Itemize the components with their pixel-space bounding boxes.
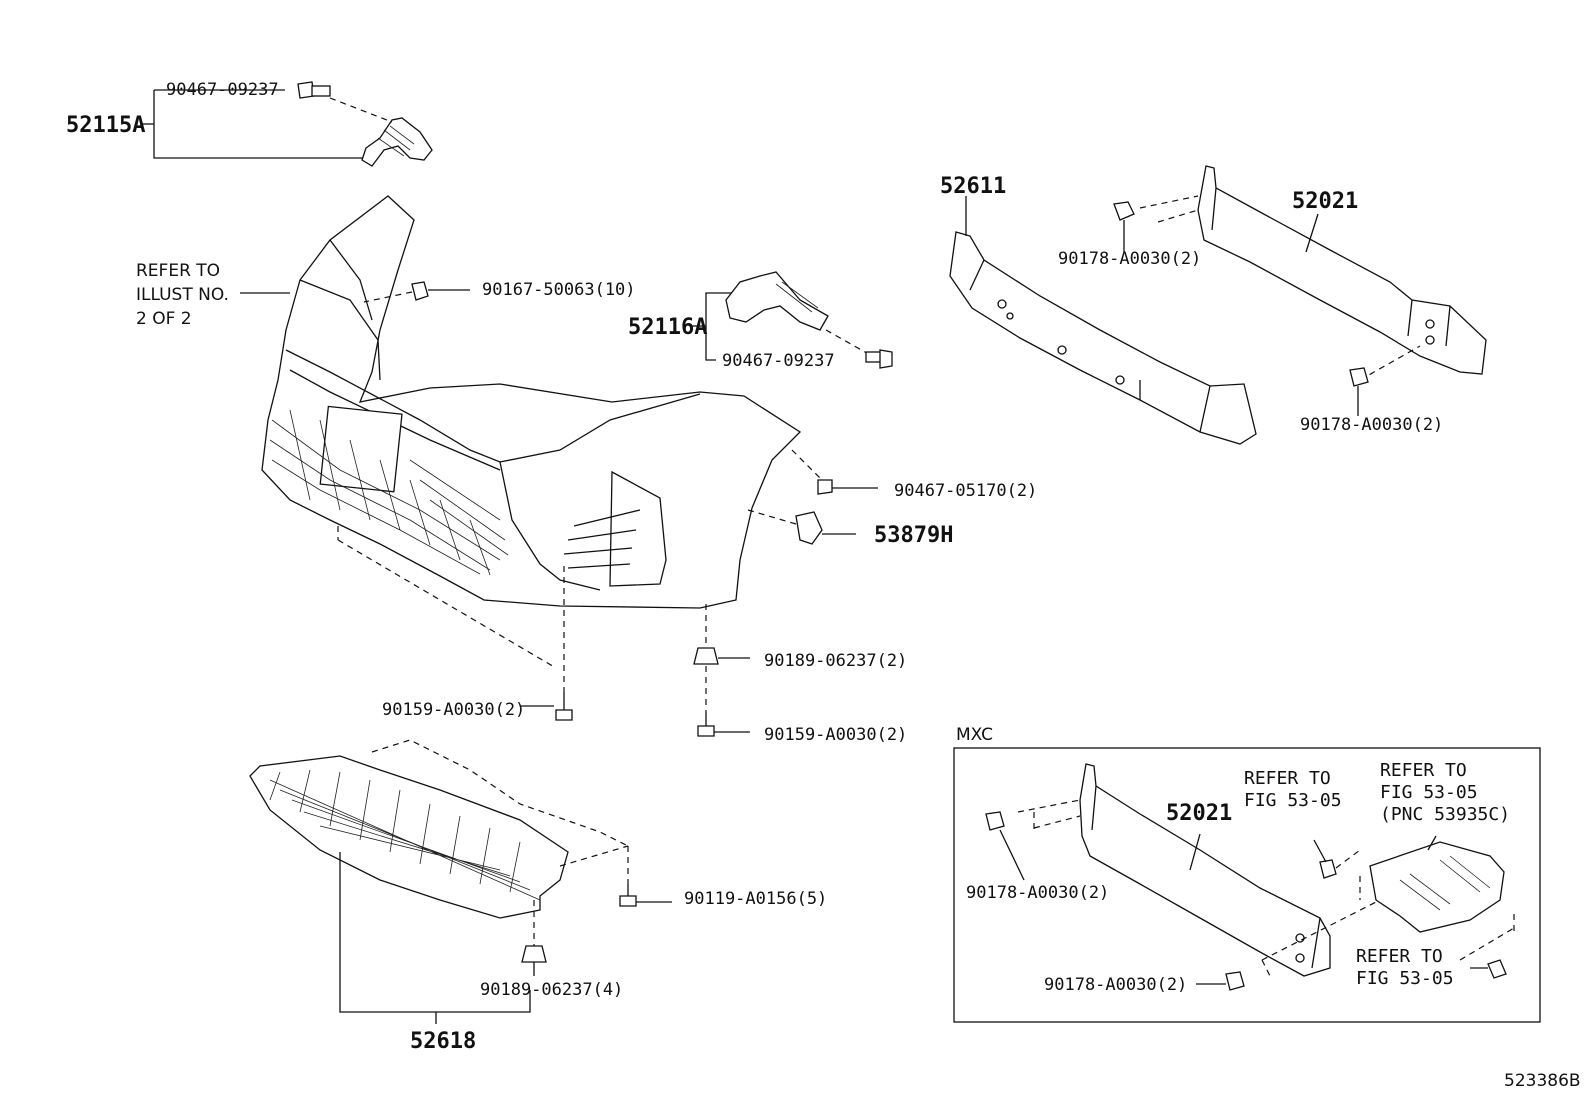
nut-icon [1196,971,1245,991]
retainer-icon [747,509,856,545]
mxc-refer-3-line2: FIG 53-05 [1356,968,1454,989]
screw-icon [520,566,573,721]
part-number-90159-A0030-right[interactable]: 90159-A0030(2) [764,725,907,745]
undercover-52618[interactable] [249,739,629,1024]
mxc-part-number-90178-A0030-bottom[interactable]: 90178-A0030(2) [1044,975,1187,995]
part-number-52618[interactable]: 52618 [410,1029,476,1054]
figure-id: 523386B [1504,1071,1581,1091]
clip-icon [791,449,878,495]
mxc-refer-2-line3: (PNC 53935C) [1380,804,1510,825]
part-number-90189-06237-4[interactable]: 90189-06237(4) [480,980,623,1000]
bolt-icon [297,81,331,99]
part-number-53879H[interactable]: 53879H [874,523,953,548]
part-number-90467-09237-mid[interactable]: 90467-09237 [722,351,835,371]
mxc-inset [953,747,1541,1023]
mxc-refer-2-line2: FIG 53-05 [1380,782,1478,803]
clip-icon [693,604,750,712]
bolt-icon [1470,959,1507,979]
mxc-reinforcement-52021[interactable] [1017,763,1381,977]
refer-illust-line3: 2 OF 2 [136,309,192,329]
nut-icon [1113,201,1135,252]
nut-icon [985,811,1025,881]
bumper-cover[interactable] [261,195,802,669]
mxc-part-number-52021[interactable]: 52021 [1166,801,1232,826]
reinforcement-52021[interactable] [1139,165,1487,381]
nut-icon [1349,367,1369,416]
mxc-refer-1-line2: FIG 53-05 [1244,790,1342,811]
mxc-part-number-90178-A0030-left[interactable]: 90178-A0030(2) [966,883,1109,903]
part-number-52611[interactable]: 52611 [940,174,1006,199]
bolt-icon [1313,839,1361,879]
screw-icon [697,712,750,737]
bracket-52116A[interactable] [692,271,873,361]
part-number-90178-A0030-right[interactable]: 90178-A0030(2) [1300,415,1443,435]
part-number-90467-09237-top[interactable]: 90467-09237 [166,80,279,100]
part-number-52021[interactable]: 52021 [1292,189,1358,214]
part-number-52116A[interactable]: 52116A [628,315,707,340]
part-number-90159-A0030-left[interactable]: 90159-A0030(2) [382,700,525,720]
refer-illust-line2: ILLUST NO. [136,285,229,305]
part-number-52115A[interactable]: 52115A [66,113,145,138]
bracket-53935C[interactable] [1359,835,1515,961]
mxc-label: MXC [956,725,993,745]
bracket-52115A[interactable] [142,89,433,167]
mxc-refer-3-line1: REFER TO [1356,946,1443,967]
absorber-52611[interactable] [949,196,1257,445]
bolt-icon [865,349,893,369]
part-number-90189-06237-2[interactable]: 90189-06237(2) [764,651,907,671]
part-number-90178-A0030-upper[interactable]: 90178-A0030(2) [1058,249,1201,269]
mxc-refer-1-line1: REFER TO [1244,768,1331,789]
part-number-90467-05170[interactable]: 90467-05170(2) [894,481,1037,501]
clip-icon [363,281,470,303]
screw-icon [619,884,672,907]
refer-illust-line1: REFER TO [136,261,220,281]
mxc-refer-2-line1: REFER TO [1380,760,1467,781]
part-number-90119-A0156[interactable]: 90119-A0156(5) [684,889,827,909]
clip-icon [521,945,547,976]
part-number-90167-50063[interactable]: 90167-50063(10) [482,280,636,300]
